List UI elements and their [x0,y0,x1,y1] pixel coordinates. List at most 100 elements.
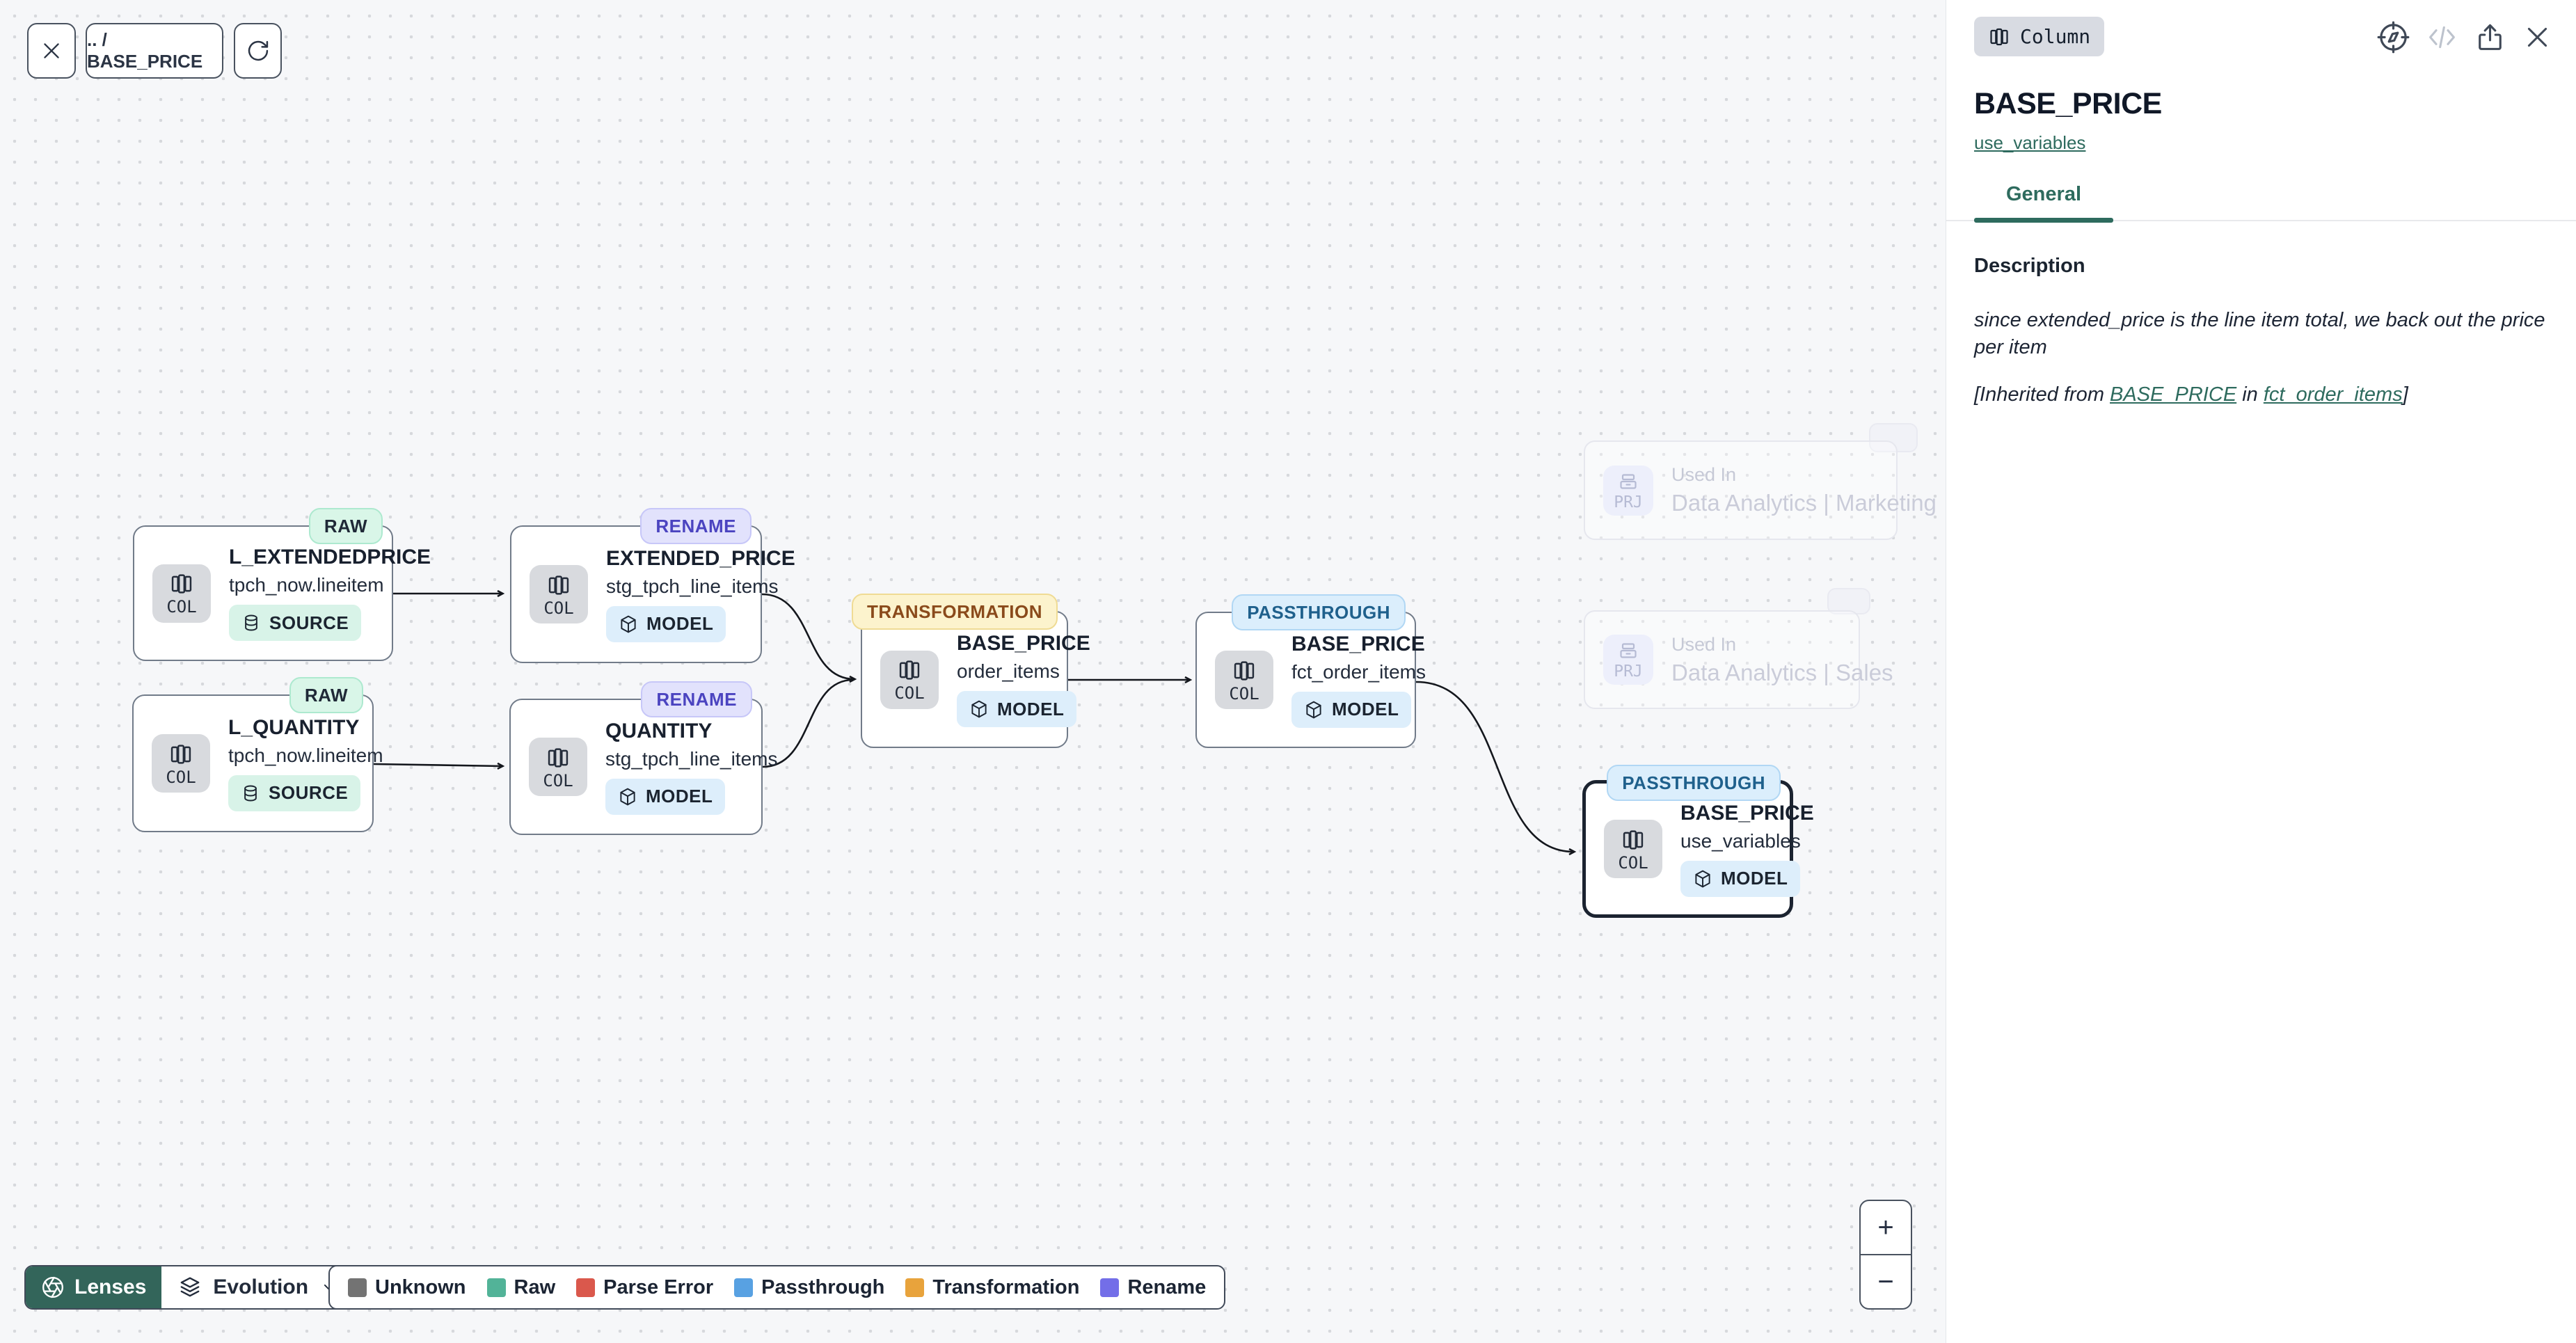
legend-swatch [486,1278,506,1297]
zoom-control: + − [1859,1200,1912,1310]
close-lineage-button[interactable] [27,23,76,79]
lens-mode-label: Evolution [213,1276,309,1298]
database-icon [241,784,260,803]
legend-item: Unknown [348,1276,466,1299]
inherited-note: [Inherited from BASE_PRICE in fct_order_… [1974,383,2408,406]
lineage-node-extended-price[interactable]: RENAME COL EXTENDED_PRICE stg_tpch_line_… [510,508,795,663]
lineage-node-quantity[interactable]: RENAME COL QUANTITY stg_tpch_line_items … [509,681,777,835]
legend-item: Transformation [905,1276,1079,1299]
description-text: since extended_price is the line item to… [1974,309,2545,359]
breadcrumb[interactable]: .. / BASE_PRICE [86,23,223,79]
node-title: BASE_PRICE [1680,801,1814,825]
lineage-node-base-price-use-variables[interactable]: PASSTHROUGH COL BASE_PRICE use_variables… [1582,765,1814,918]
project-icon: PRJ [1603,465,1653,516]
node-title: L_EXTENDEDPRICE [229,546,431,569]
column-icon: COL [152,564,211,623]
model-link[interactable]: use_variables [1974,132,2086,153]
database-icon [241,613,261,633]
lenses-control: Lenses Evolution [24,1265,358,1310]
node-title: L_QUANTITY [228,715,360,739]
close-panel-icon[interactable] [2522,22,2552,52]
lineage-node-base-price-order-items[interactable]: TRANSFORMATION COL BASE_PRICE order_item… [851,594,1090,748]
columns-icon [1988,26,2010,48]
column-icon: COL [1604,820,1662,878]
legend-item: Passthrough [734,1276,884,1299]
legend-swatch [348,1278,367,1297]
cube-icon [1304,700,1323,720]
lineage-node-base-price-fct-order-items[interactable]: PASSTHROUGH COL BASE_PRICE fct_order_ite… [1195,594,1426,748]
inherited-model-link[interactable]: fct_order_items [2263,383,2403,406]
cube-icon [1693,869,1712,889]
model-pill: MODEL [1291,691,1412,728]
column-icon: COL [530,565,588,623]
source-pill: SOURCE [229,605,362,641]
lineage-node-l-extendedprice[interactable]: RAW COL L_EXTENDEDPRICE tpch_now.lineite… [133,508,431,661]
used-in-node-sales[interactable]: PRJ Used In Data Analytics | Sales [1584,610,1893,709]
edge-type-badge: TRANSFORMATION [851,594,1058,630]
model-pill: MODEL [1680,860,1801,897]
used-in-project-name: Data Analytics | Sales [1671,659,1893,685]
refresh-button[interactable] [234,23,282,79]
node-subtitle: tpch_now.lineitem [229,574,384,596]
legend-item: Parse Error [576,1276,713,1299]
edge-type-badge: PASSTHROUGH [1607,765,1781,801]
node-subtitle: stg_tpch_line_items [605,747,778,770]
lenses-button[interactable]: Lenses [26,1266,162,1308]
node-title: EXTENDED_PRICE [606,546,795,570]
used-in-label: Used In [1671,633,1737,655]
used-in-project-name: Data Analytics | Marketing [1671,490,1937,516]
legend-item: Raw [486,1276,555,1299]
lineage-canvas[interactable]: .. / BASE_PRICE RAW COL L_EXTENDEDPRICE … [0,0,1946,1343]
edge-type-badge: PASSTHROUGH [1232,594,1406,630]
layers-icon [178,1276,202,1299]
code-icon[interactable] [2426,22,2458,53]
column-icon: COL [152,734,210,793]
node-subtitle: use_variables [1680,829,1801,852]
node-subtitle: tpch_now.lineitem [228,744,383,766]
cube-icon [618,787,637,806]
node-subtitle: fct_order_items [1291,660,1426,683]
panel-title: BASE_PRICE [1974,87,2162,120]
node-subtitle: order_items [957,660,1060,682]
node-title: QUANTITY [605,719,713,742]
source-pill: SOURCE [228,774,361,811]
zoom-out-button[interactable]: − [1861,1255,1911,1308]
cube-icon [969,699,989,719]
refresh-icon [246,38,271,63]
column-icon: COL [880,650,939,709]
used-in-node-marketing[interactable]: PRJ Used In Data Analytics | Marketing [1584,440,1937,540]
legend-swatch [905,1278,925,1297]
share-icon[interactable] [2474,22,2506,53]
edge-type-badge: RAW [289,677,363,713]
column-icon: COL [529,738,587,796]
legend-swatch [576,1278,596,1297]
edge-type-badge: RAW [308,508,383,544]
used-in-label: Used In [1671,464,1737,485]
explore-lineage-icon[interactable] [2377,21,2410,54]
details-panel: Column BASE_PRICE use_variables General … [1946,0,2576,1343]
legend-item: Rename [1100,1276,1206,1299]
project-icon: PRJ [1603,635,1653,685]
lineage-node-l-quantity[interactable]: RAW COL L_QUANTITY tpch_now.lineitem SOU… [132,677,383,832]
cube-icon [619,614,638,634]
ghost-badge [1827,588,1870,614]
model-pill: MODEL [957,691,1077,727]
description-heading: Description [1974,255,2085,277]
aperture-icon [41,1276,65,1299]
panel-tabs: General [1946,183,2576,223]
inherited-column-link[interactable]: BASE_PRICE [2110,383,2237,406]
model-pill: MODEL [605,778,726,815]
edge-type-badge: RENAME [641,681,752,717]
close-icon [40,39,63,63]
node-subtitle: stg_tpch_line_items [606,575,779,597]
node-title: BASE_PRICE [1291,632,1425,655]
entity-type-badge: Column [1974,17,2105,56]
edge-type-badge: RENAME [640,508,752,544]
breadcrumb-label: .. / BASE_PRICE [87,29,203,72]
zoom-in-button[interactable]: + [1861,1201,1911,1255]
lens-mode-dropdown[interactable]: Evolution [161,1266,356,1308]
tab-general[interactable]: General [1974,183,2113,223]
model-pill: MODEL [606,605,726,642]
legend-swatch [734,1278,754,1297]
column-icon: COL [1215,651,1273,709]
